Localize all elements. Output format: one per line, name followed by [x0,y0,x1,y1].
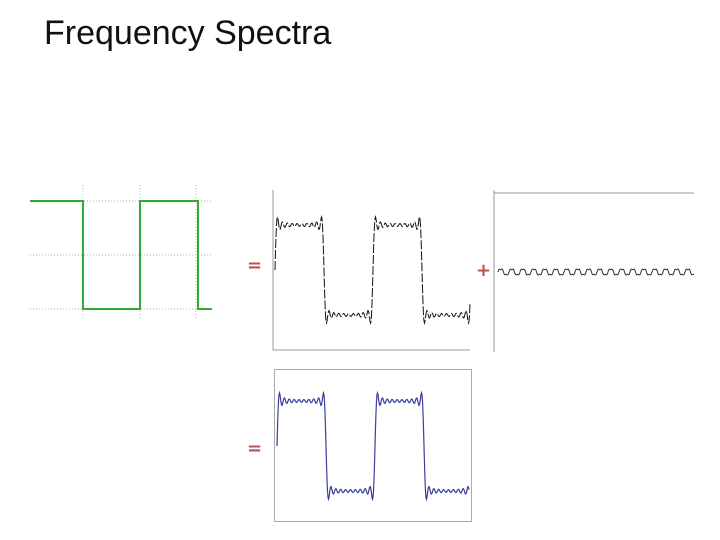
sum-panel [272,368,474,524]
square-wave-grid [30,185,212,320]
equals-operator-bottom: = [247,438,263,459]
residual-plot [493,190,695,352]
residual-panel [492,190,696,355]
sum-plot [274,369,472,522]
square-wave-panel [30,185,215,320]
sum-wave [276,390,470,502]
sum-frame [274,369,472,522]
residual-wave [497,268,695,276]
slide-title: Frequency Spectra [44,14,332,52]
equals-operator-top: = [247,255,263,276]
approximation-panel [272,190,472,352]
square-wave-line [30,200,212,310]
square-wave-plot [30,185,212,320]
approximation-plot [272,190,471,351]
plus-operator: + [476,260,492,281]
approximation-wave [274,215,471,325]
